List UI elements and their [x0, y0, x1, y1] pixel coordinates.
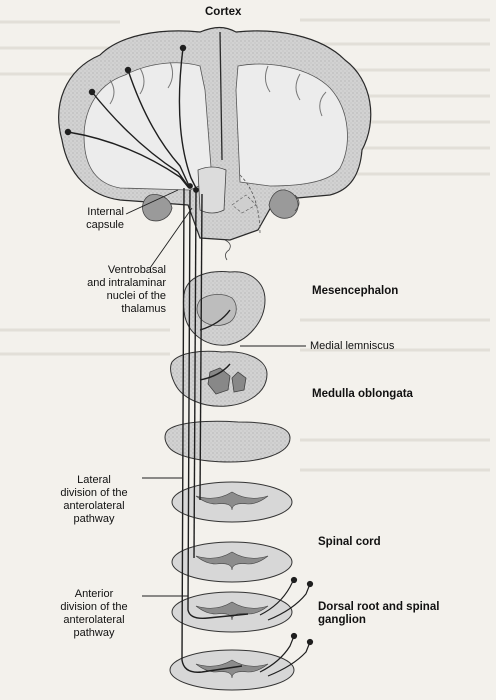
- label-lateral-division: Lateral division of the anterolateral pa…: [46, 474, 142, 526]
- lower-medulla-section: [165, 421, 290, 462]
- label-dorsal-root: Dorsal root and spinal ganglion: [318, 601, 488, 627]
- label-anterior-division: Anterior division of the anterolateral p…: [46, 588, 142, 640]
- label-cortex: Cortex: [205, 6, 241, 19]
- label-internal-capsule: Internal capsule: [50, 206, 124, 232]
- label-medial-lemniscus: Medial lemniscus: [310, 340, 394, 353]
- spinal-section-3: [172, 592, 292, 632]
- spinal-section-2: [172, 542, 292, 582]
- label-spinal-cord: Spinal cord: [318, 536, 381, 549]
- spinal-section-1: [172, 482, 292, 522]
- medulla-section: [171, 351, 267, 406]
- label-mesencephalon: Mesencephalon: [312, 285, 398, 298]
- label-medulla-oblongata: Medulla oblongata: [312, 388, 413, 401]
- label-thalamus-nuclei: Ventrobasal and intralaminar nuclei of t…: [30, 264, 166, 316]
